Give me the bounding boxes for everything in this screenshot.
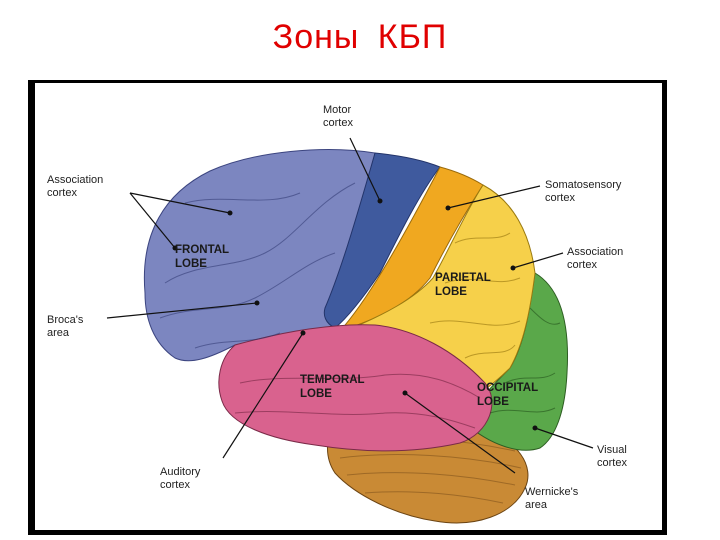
occipital-gyri	[489, 307, 561, 414]
temporal-lobe-label: TEMPORAL LOBE	[300, 374, 368, 400]
temporal-gyri	[234, 373, 481, 429]
frontal-lobe-label: FRONTAL LOBE	[175, 244, 232, 270]
auditory-cortex-label: Auditory cortex	[160, 466, 203, 491]
motor-cortex-label: Motor cortex	[323, 104, 354, 129]
parietal-lobe-label: PARIETAL LOBE	[435, 272, 494, 298]
somatosensory-cortex-label: Somatosensory cortex	[545, 179, 625, 204]
frontal-gyri	[159, 182, 356, 349]
temporal-lobe	[218, 324, 493, 452]
occipital-lobe-label: OCCIPITAL LOBE	[477, 382, 541, 408]
association-cortex-right-label: Association cortex	[567, 246, 626, 271]
association-cortex-left-label: Association cortex	[47, 174, 106, 199]
brain-diagram-svg: FRONTAL LOBE PARIETAL LOBE TEMPORAL LOBE…	[47, 104, 630, 524]
brocas-area-label: Broca's area	[47, 314, 86, 339]
visual-cortex-label: Visual cortex	[597, 444, 630, 469]
leader-lines	[106, 137, 594, 474]
brain-diagram-frame: FRONTAL LOBE PARIETAL LOBE TEMPORAL LOBE…	[28, 80, 667, 535]
parietal-gyri	[429, 232, 521, 359]
brain-diagram: FRONTAL LOBE PARIETAL LOBE TEMPORAL LOBE…	[35, 83, 662, 530]
wernickes-area-label: Wernicke's area	[525, 486, 581, 511]
slide-title: Зоны КБП	[272, 18, 448, 56]
